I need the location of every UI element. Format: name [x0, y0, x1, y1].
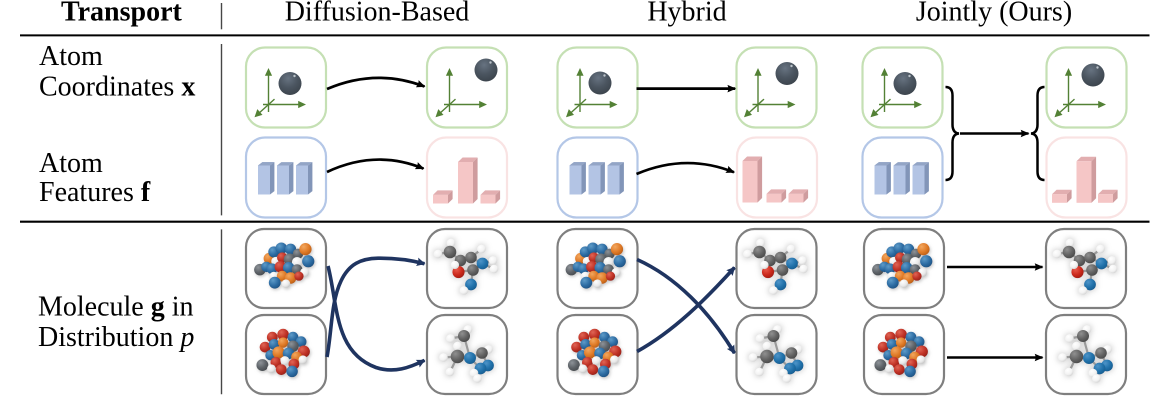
svg-text:Molecule g in: Molecule g in: [38, 292, 194, 323]
svg-text:Coordinates x: Coordinates x: [39, 72, 195, 103]
svg-text:Atom: Atom: [39, 41, 103, 72]
svg-text:Features f: Features f: [39, 177, 151, 208]
svg-text:Distribution p: Distribution p: [38, 322, 194, 353]
svg-text:Hybrid: Hybrid: [647, 0, 726, 28]
svg-text:Jointly (Ours): Jointly (Ours): [916, 0, 1072, 28]
svg-text:Atom: Atom: [39, 148, 103, 179]
svg-text:Transport: Transport: [61, 0, 182, 28]
svg-text:Diffusion-Based: Diffusion-Based: [285, 0, 470, 28]
